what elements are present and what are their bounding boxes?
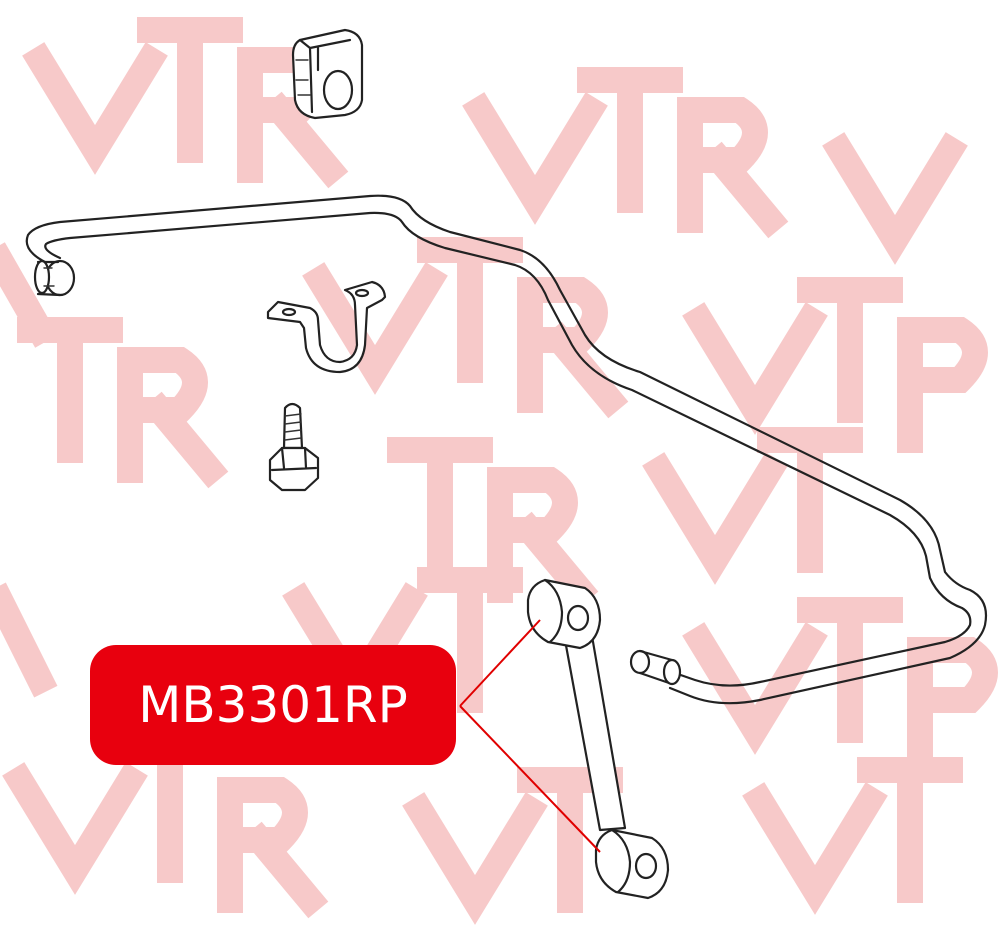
part-number-label: MB3301RP bbox=[90, 645, 456, 765]
flange-bolt bbox=[268, 402, 320, 492]
bar-end-left bbox=[33, 259, 76, 297]
callout-lines bbox=[459, 619, 601, 853]
watermark bbox=[0, 17, 998, 925]
part-number-text: MB3301RP bbox=[138, 676, 408, 734]
bar-end-right bbox=[629, 649, 682, 686]
bushing-bracket bbox=[266, 280, 387, 374]
stabilizer-bushing bbox=[291, 28, 364, 120]
stabilizer-bar bbox=[25, 194, 988, 705]
stabilizer-link bbox=[526, 578, 670, 900]
